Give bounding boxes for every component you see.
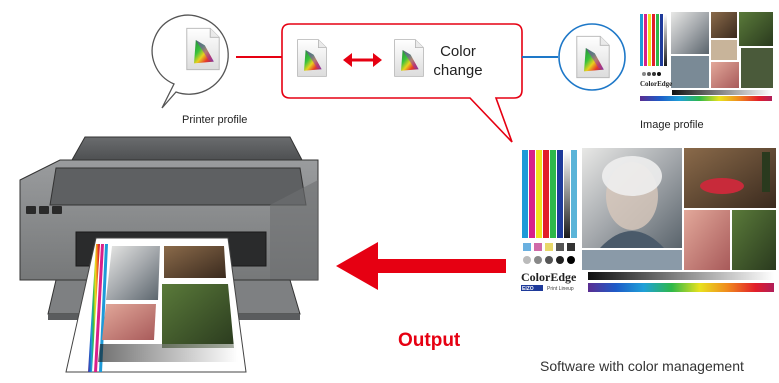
thumb-color-bars (640, 14, 667, 66)
source-profile-file-icon (297, 39, 327, 77)
image-thumbnail: ColorEdge (636, 8, 776, 108)
color-change-box (281, 23, 523, 143)
shoes-photo (732, 210, 776, 270)
large-color-bars (522, 150, 577, 238)
printer-icon (19, 136, 319, 373)
image-profile-bubble (558, 23, 626, 91)
software-label: Software with color management (540, 358, 744, 374)
thumb-brand-text: ColorEdge (640, 80, 672, 88)
software-sub-text: Print Lineup (547, 286, 574, 292)
large-swatch-grid (523, 243, 575, 264)
destination-profile-file-icon (394, 39, 424, 77)
output-arrow-icon (336, 242, 506, 290)
software-screen: ColorEdge EIZO Print Lineup (514, 145, 779, 353)
thumb-swatch-dots (642, 72, 661, 76)
still-life-photo (684, 148, 776, 208)
printer-profile-file-icon (186, 27, 220, 71)
image-profile-file-icon (576, 35, 610, 79)
printer-profile-bubble (151, 14, 229, 109)
color-change-label: Color change (428, 42, 488, 80)
woman-photo (684, 210, 730, 270)
output-label: Output (398, 330, 461, 351)
double-arrow-icon (343, 53, 382, 67)
printer-profile-label: Printer profile (182, 114, 248, 126)
software-brand-text: ColorEdge (521, 270, 577, 284)
color-change-line1: Color (440, 43, 476, 60)
printed-paper (65, 237, 247, 373)
image-profile-label: Image profile (640, 119, 704, 131)
color-change-line2: change (433, 62, 483, 79)
software-maker-text: EIZO (522, 286, 534, 292)
printer-buttons (26, 206, 62, 214)
